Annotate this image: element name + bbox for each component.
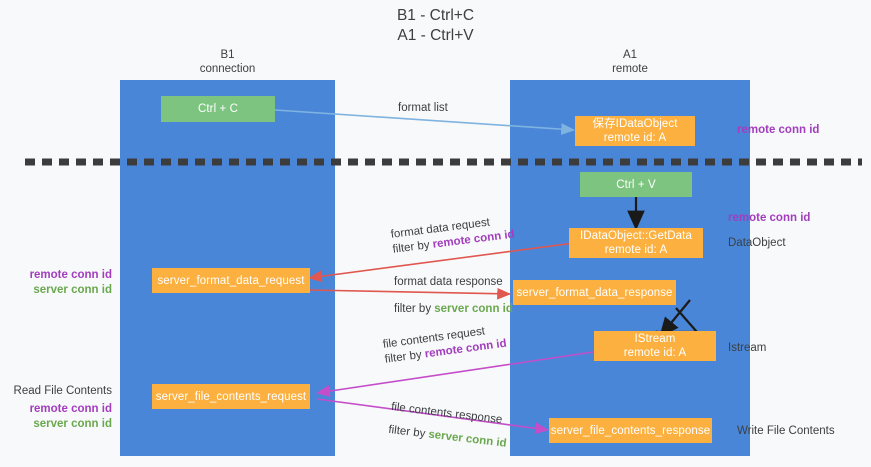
filter-key-server-conn-id-2: server conn id: [434, 303, 513, 315]
filter-key-server-conn-id-4: server conn id: [427, 428, 508, 450]
annotation-write-file-contents: Write File Contents: [737, 425, 835, 437]
node-save-dataobject-line1: 保存IDataObject: [592, 118, 678, 130]
column-header-a1-role: remote: [612, 63, 648, 75]
node-server-format-data-response[interactable]: server_format_data_response: [513, 280, 676, 305]
node-ctrl-v[interactable]: Ctrl + V: [580, 172, 692, 197]
annotation-dataobject: DataObject: [728, 237, 786, 249]
annotation-left-remote-conn-id: remote conn id: [29, 269, 112, 281]
node-getdata[interactable]: IDataObject::GetData remote id: A: [569, 228, 703, 258]
edge-label-format-data-response-group: format data response filter by server co…: [394, 275, 513, 317]
filter-prefix-3: filter by: [384, 348, 426, 366]
column-header-a1: A1 remote: [510, 48, 750, 76]
node-istream[interactable]: IStream remote id: A: [594, 331, 716, 361]
edge-label-format-list: format list: [398, 102, 448, 114]
column-header-b1: B1 connection: [120, 48, 335, 76]
node-server-file-contents-response-label: server_file_contents_response: [550, 424, 711, 437]
node-server-format-data-request-label: server_format_data_request: [157, 274, 305, 287]
edge-label-file-contents-response-filter: filter by server conn id: [388, 423, 508, 452]
edge-label-format-data-response: format data response: [394, 276, 503, 288]
edge-label-file-contents-response-group: file contents response filter by server …: [388, 400, 511, 452]
annotation-istream: Istream: [728, 342, 767, 354]
annotation-read-file-contents: Read File Contents: [13, 385, 112, 397]
filter-prefix-1: filter by: [392, 238, 434, 256]
node-ctrl-v-label: Ctrl + V: [616, 178, 656, 191]
column-header-a1-name: A1: [622, 49, 638, 61]
node-getdata-line2: remote id: A: [604, 244, 668, 256]
column-header-b1-role: connection: [199, 63, 256, 75]
node-server-file-contents-response[interactable]: server_file_contents_response: [549, 418, 712, 443]
node-server-file-contents-request-label: server_file_contents_request: [155, 390, 307, 403]
node-istream-line1: IStream: [634, 333, 676, 345]
column-header-b1-name: B1: [220, 49, 235, 61]
diagram-title: B1 - Ctrl+C A1 - Ctrl+V: [0, 6, 871, 46]
annotation-left-server-conn-id-2: server conn id: [33, 418, 112, 430]
annotation-left-server-conn-id: server conn id: [33, 284, 112, 296]
node-getdata-line1: IDataObject::GetData: [580, 230, 692, 242]
edge-label-format-data-request-group: format data request filter by remote con…: [390, 213, 515, 258]
edge-label-format-data-response-filter: filter by server conn id: [394, 302, 513, 317]
node-ctrl-c[interactable]: Ctrl + C: [161, 96, 275, 122]
title-line-1: B1 - Ctrl+C: [396, 7, 475, 24]
filter-prefix-2: filter by: [394, 303, 435, 315]
filter-prefix-4: filter by: [387, 423, 430, 441]
edge-label-file-contents-request-group: file contents request filter by remote c…: [382, 322, 508, 368]
node-save-dataobject-line2: remote id: A: [603, 132, 667, 144]
node-server-format-data-request[interactable]: server_format_data_request: [152, 268, 310, 293]
node-save-dataobject[interactable]: 保存IDataObject remote id: A: [575, 116, 695, 146]
node-istream-line2: remote id: A: [623, 347, 687, 359]
node-server-file-contents-request[interactable]: server_file_contents_request: [152, 384, 310, 409]
node-ctrl-c-label: Ctrl + C: [197, 103, 239, 115]
node-server-format-data-response-label: server_format_data_response: [516, 286, 673, 299]
annotation-remote-conn-id-top: remote conn id: [737, 124, 820, 136]
annotation-remote-conn-id-mid: remote conn id: [728, 212, 811, 224]
title-line-2: A1 - Ctrl+V: [397, 27, 474, 44]
annotation-left-remote-conn-id-2: remote conn id: [29, 403, 112, 415]
